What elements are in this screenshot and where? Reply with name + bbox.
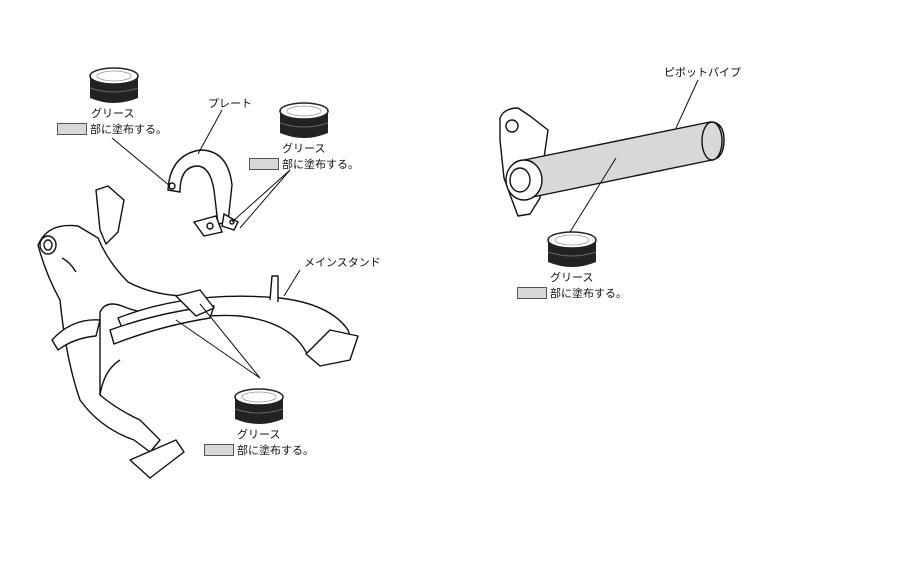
leader-lines bbox=[111, 79, 699, 379]
grease-note-4-title: グリース bbox=[550, 271, 594, 284]
pivot-pipe-label: ピボットパイプ bbox=[664, 66, 741, 79]
grease-note-4-swatch bbox=[517, 287, 547, 299]
grease-note-1-title: グリース bbox=[91, 107, 135, 120]
grease-note-1-text: 部に塗布する。 bbox=[90, 123, 167, 136]
grease-note-3-swatch bbox=[204, 444, 234, 456]
grease-can-1 bbox=[89, 67, 139, 104]
grease-note-3-text: 部に塗布する。 bbox=[237, 444, 314, 457]
grease-note-3: 部に塗布する。 bbox=[204, 442, 314, 458]
pivot-pipe-part bbox=[499, 107, 725, 217]
plate-label: プレート bbox=[208, 97, 252, 110]
plate-part bbox=[167, 149, 239, 237]
grease-can-3 bbox=[234, 388, 284, 425]
grease-note-1: 部に塗布する。 bbox=[57, 121, 167, 137]
main-stand-label: メインスタンド bbox=[304, 256, 381, 269]
grease-can-2 bbox=[279, 102, 329, 139]
grease-note-4-text: 部に塗布する。 bbox=[550, 287, 627, 300]
grease-can-4 bbox=[547, 231, 597, 268]
grease-note-3-title: グリース bbox=[237, 428, 281, 441]
grease-note-1-swatch bbox=[57, 123, 87, 135]
grease-note-2: 部に塗布する。 bbox=[249, 156, 359, 172]
grease-note-2-swatch bbox=[249, 158, 279, 170]
grease-note-4: 部に塗布する。 bbox=[517, 285, 627, 301]
grease-note-2-text: 部に塗布する。 bbox=[282, 158, 359, 171]
grease-note-2-title: グリース bbox=[282, 142, 326, 155]
main-stand-part bbox=[37, 185, 359, 479]
